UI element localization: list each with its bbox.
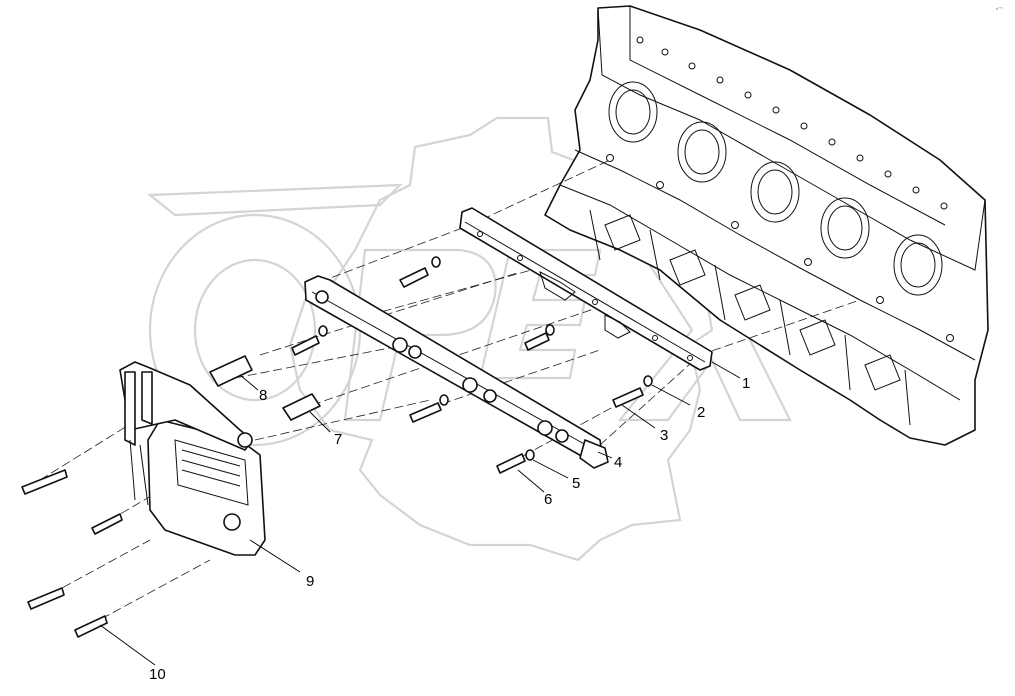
- part-5-washer: [525, 449, 535, 461]
- part-8-spacer: [209, 355, 253, 387]
- callout-2: 2: [697, 404, 705, 421]
- callout-5: 5: [572, 475, 580, 492]
- watermark-logo: [147, 116, 823, 562]
- callout-3: 3: [660, 427, 668, 444]
- part-9-control-unit: [119, 361, 266, 556]
- part-4-fuel-rail: [304, 275, 609, 469]
- part-2-washer: [318, 256, 653, 406]
- part-1-rail-bracket: [459, 207, 713, 371]
- part-10-long-bolt: [21, 469, 123, 638]
- callout-1: 1: [742, 375, 750, 392]
- engine-block-bolt-holes: [606, 36, 954, 342]
- engine-block: [544, 5, 989, 446]
- callout-9: 9: [306, 573, 314, 590]
- callout-4: 4: [614, 454, 622, 471]
- callout-10: 10: [149, 666, 166, 683]
- part-3-bolt: [291, 267, 644, 423]
- part-7-spacer: [282, 393, 321, 421]
- callout-7: 7: [334, 431, 342, 448]
- part-6-bolt: [496, 453, 526, 474]
- callout-labels: 1 2 3 4 5 6 7 8 9 10: [149, 375, 750, 683]
- callout-leaders: [99, 361, 741, 666]
- fasteners: [21, 256, 653, 638]
- callout-6: 6: [544, 491, 552, 508]
- callout-8: 8: [259, 387, 267, 404]
- corner-mark: s°°°: [996, 6, 1003, 11]
